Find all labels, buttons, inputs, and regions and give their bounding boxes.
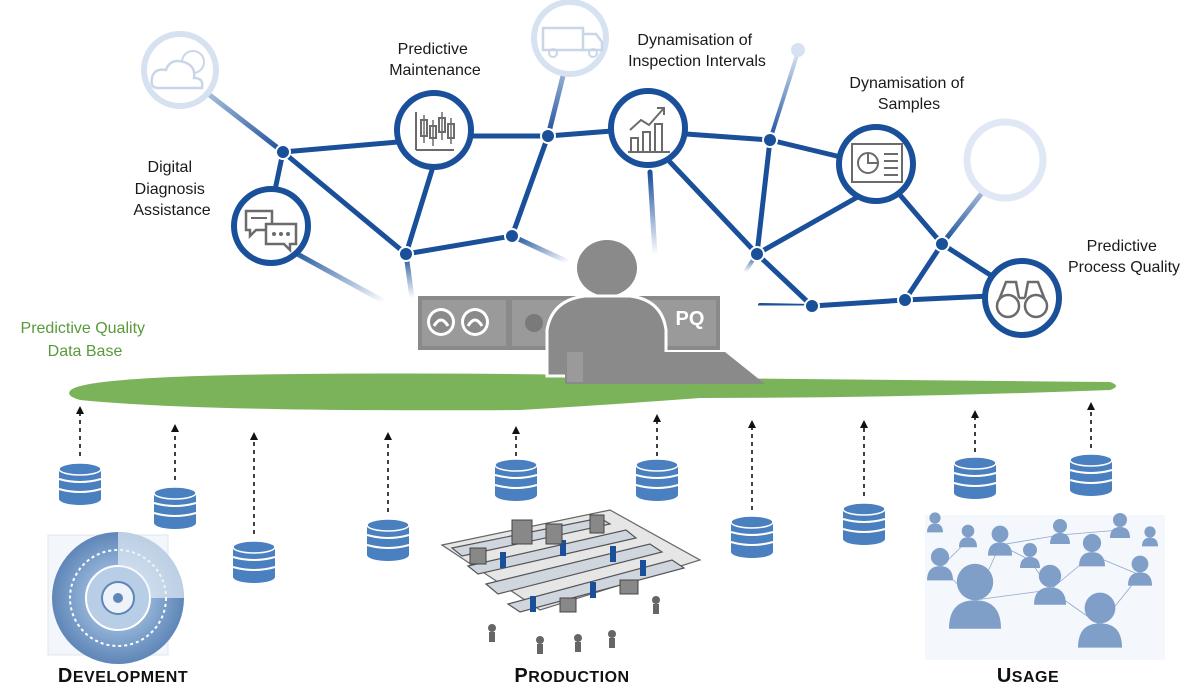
database-cylinder — [635, 458, 679, 502]
database-cylinder — [58, 462, 102, 506]
section-label-development: DEVELOPMENT — [58, 665, 188, 687]
label-dynamisation-inspection: Dynamisation of Inspection Intervals — [628, 32, 766, 70]
bar-chart-rising-icon — [608, 88, 688, 168]
database-cylinder — [232, 540, 276, 584]
section-label-production: PRODUCTION — [514, 665, 629, 687]
pq-terminal: PQ — [418, 240, 765, 384]
database-cylinder — [153, 486, 197, 530]
candlestick-chart-icon — [394, 90, 474, 170]
gauge-button-left — [427, 308, 455, 336]
database-cylinder — [366, 518, 410, 562]
report-document-icon — [836, 124, 916, 204]
binoculars-icon — [982, 258, 1062, 338]
cloud-sun-icon — [141, 31, 219, 109]
small-node-dot — [791, 43, 805, 57]
network-junctions — [275, 128, 950, 314]
label-predictive-process-quality: Predictive Process Quality — [1068, 238, 1180, 276]
label-predictive-maintenance: Predictive Maintenance — [389, 41, 481, 79]
database-cylinder — [730, 515, 774, 559]
empty-faded-node — [963, 118, 1047, 202]
label-dynamisation-samples: Dynamisation of Samples — [849, 75, 968, 113]
database-label: Predictive Quality Data Base — [21, 320, 150, 360]
laptop — [565, 348, 765, 384]
database-disc — [69, 373, 1117, 411]
gauge-button-right — [461, 308, 489, 336]
turbine-illustration — [47, 532, 184, 664]
section-label-usage: USAGE — [997, 665, 1059, 687]
database-cylinder — [842, 502, 886, 546]
indicator-dot — [525, 314, 543, 332]
truck-icon — [531, 0, 609, 77]
data-flow-arrows — [79, 410, 1092, 534]
database-cylinder — [1069, 453, 1113, 497]
production-line-illustration — [440, 509, 702, 654]
arrow-heads — [76, 402, 1095, 440]
chat-bubbles-icon — [231, 186, 311, 266]
pq-label: PQ — [676, 308, 705, 330]
user-network-illustration — [925, 512, 1165, 660]
database-cylinder — [953, 456, 997, 500]
label-digital-diagnosis: Digital Diagnosis Assistance — [133, 159, 210, 219]
database-cylinder — [494, 458, 538, 502]
